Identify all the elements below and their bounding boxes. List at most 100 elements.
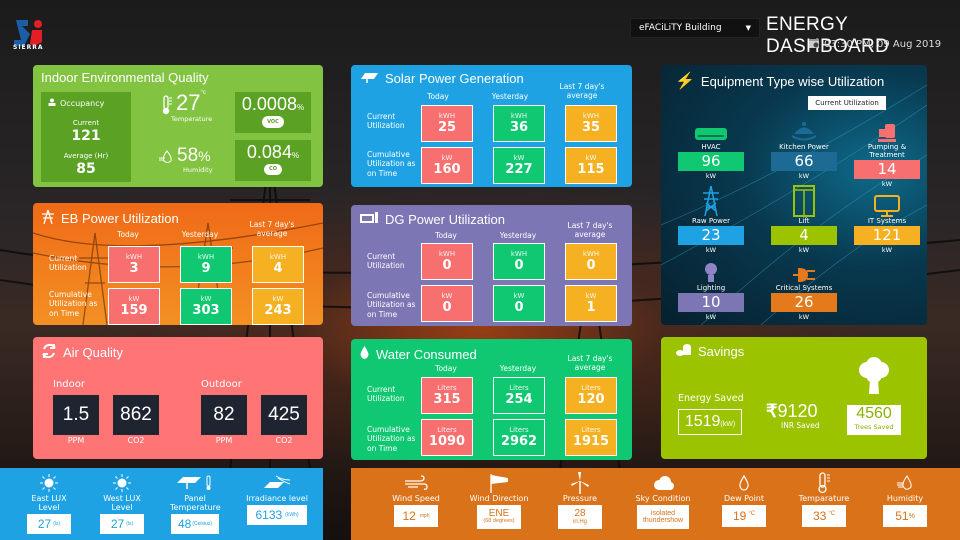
indoor-co2-unit: CO2 — [127, 436, 145, 445]
occupancy-label: Occupancy — [60, 98, 105, 108]
dew-point-label: Dew Point — [723, 494, 765, 503]
windsock-icon — [469, 472, 529, 494]
equipment-lighting: Lighting 10 kW — [678, 258, 744, 321]
tree-icon — [857, 357, 891, 399]
recycle-icon — [41, 343, 57, 362]
panel-temperature-unit: (Celsius) — [192, 521, 213, 528]
occupancy-header: Occupancy — [48, 98, 104, 108]
bulb-icon — [678, 258, 744, 284]
solar-panel: Solar Power Generation Today Yesterday L… — [351, 65, 632, 187]
panel-temperature-item: Panel Temperature 48(Celsius) — [170, 472, 221, 535]
plug-icon — [771, 258, 837, 284]
col-last7: Last 7 day's average — [559, 82, 605, 100]
trees-saved-box: 4560 Trees Saved — [847, 405, 901, 435]
dropdown-arrow-icon: ▼ — [745, 24, 751, 32]
unit: Liters — [437, 384, 457, 392]
unit: kWH — [582, 250, 600, 258]
dg-title: DG Power Utilization — [385, 211, 505, 227]
temperature-value: 27 — [176, 90, 201, 115]
row-label-cumulative: Cumulative Utilization as on Time — [49, 290, 98, 318]
pressure-label: Pressure — [562, 494, 598, 503]
equipment-hvac: HVAC 96 kW — [678, 117, 744, 180]
value: 1090 — [428, 434, 466, 449]
ieq-panel: Indoor Environmental Quality Occupancy C… — [33, 65, 323, 187]
current-utilization-button[interactable]: Current Utilization — [808, 96, 886, 110]
energy-saved-label: Energy Saved — [678, 393, 744, 404]
outdoor-ppm-value: 82 — [201, 395, 247, 435]
eb-title: EB Power Utilization — [61, 211, 179, 226]
col-today: Today — [435, 231, 457, 240]
equipment-it-systems: IT Systems 121 kW — [854, 183, 920, 254]
solar-metrics-strip: East LUX Level 27(lx) West LUX Level 27(… — [0, 468, 323, 540]
unit: kW — [272, 295, 284, 303]
irradiance-label: Irradiance level — [246, 494, 308, 503]
equipment-name: HVAC — [701, 143, 721, 151]
thermometer-icon — [797, 472, 851, 494]
value: 159 — [120, 303, 148, 318]
value: 227 — [505, 162, 533, 177]
panel-temperature-box: 48(Celsius) — [171, 514, 219, 535]
row-label-current: Current Utilization — [367, 252, 405, 271]
unit: kW — [513, 154, 525, 162]
sky-condition-label: Sky Condition — [635, 494, 691, 503]
equipment-panel: ⚡ Equipment Type wise Utilization Curren… — [661, 65, 927, 325]
voc-value: 0.0008 — [241, 94, 297, 114]
value: 4 — [273, 261, 283, 276]
humidity-value: 58 — [177, 145, 199, 166]
row-label-cumulative: Cumulative Utilization as on Time — [367, 291, 416, 319]
tower-icon — [41, 209, 55, 228]
equipment-unit: kW — [705, 313, 717, 321]
equipment-unit: kW — [705, 172, 717, 180]
temperature-unit: °c — [200, 90, 206, 96]
air-title: Air Quality — [63, 345, 123, 360]
unit: Liters — [581, 426, 601, 434]
savings-title: Savings — [698, 344, 745, 359]
rupee-icon: ₹ — [766, 401, 778, 421]
humidity-unit: % — [198, 148, 211, 164]
row-label-cumulative: Cumulative Utilization as on Time — [367, 150, 416, 178]
solar-title: Solar Power Generation — [385, 71, 524, 86]
equipment-value: 14 — [854, 160, 920, 179]
value: 0 — [514, 258, 524, 273]
building-select[interactable]: eFACiLiTY Building ▼ — [630, 18, 760, 38]
building-select-value: eFACiLiTY Building — [639, 23, 722, 33]
equipment-name: Lighting — [696, 284, 726, 292]
elevator-icon — [771, 183, 837, 217]
humidity-icon — [881, 472, 929, 494]
humidity-label: Humidity — [183, 166, 213, 174]
humidity-box: 51% — [883, 505, 927, 528]
west-lux-unit: (lx) — [126, 521, 134, 528]
equipment-unit: kW — [705, 246, 717, 254]
value: 303 — [192, 303, 220, 318]
value: 315 — [433, 392, 461, 407]
temperature-value: 33 — [812, 509, 827, 524]
irradiance-box: 6133(kWh) — [247, 505, 307, 526]
value: 35 — [581, 120, 601, 135]
unit: kW — [513, 292, 525, 300]
lightning-icon: ⚡ — [675, 73, 695, 90]
wind-direction-unit: (68 degrees) — [483, 518, 515, 525]
energy-saved-unit: (kW) — [720, 421, 736, 428]
dew-drop-icon — [721, 472, 767, 494]
unit: Liters — [581, 384, 601, 392]
transmission-tower-icon — [678, 183, 744, 217]
unit: kW — [585, 292, 597, 300]
co-unit: % — [291, 151, 300, 160]
unit: Liters — [509, 384, 529, 392]
wind-direction-label: Wind Direction — [469, 494, 529, 503]
current-occupancy: 121 — [71, 128, 101, 144]
